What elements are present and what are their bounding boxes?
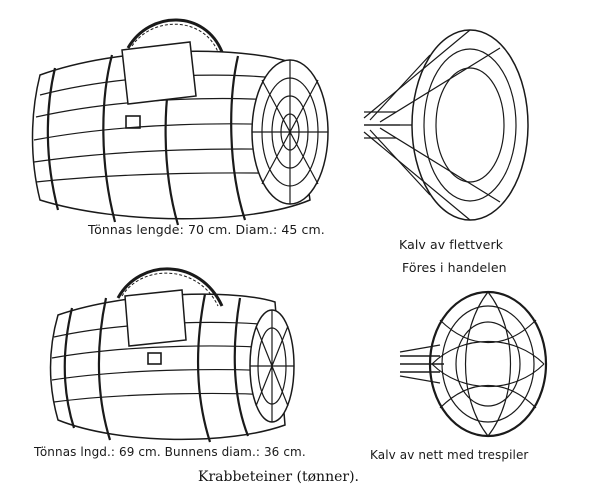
figure-caption: Krabbeteiner (tønner). (198, 469, 359, 485)
label-barrel-large: Tönnas lengde: 70 cm. Diam.: 45 cm. (88, 222, 325, 237)
label-barrel-small: Tönnas lngd.: 69 cm. Bunnens diam.: 36 c… (34, 445, 306, 459)
barrel-small-drawing (49, 267, 295, 443)
funnel-woven-drawing (363, 29, 529, 221)
barrel-large-drawing (31, 18, 329, 226)
label-funnel-woven-line1: Kalv av flettverk (399, 237, 504, 252)
label-funnel-net: Kalv av nett med trespiler (370, 448, 529, 462)
label-funnel-woven-line2: Föres i handelen (402, 260, 507, 275)
funnel-net-drawing (399, 290, 548, 438)
